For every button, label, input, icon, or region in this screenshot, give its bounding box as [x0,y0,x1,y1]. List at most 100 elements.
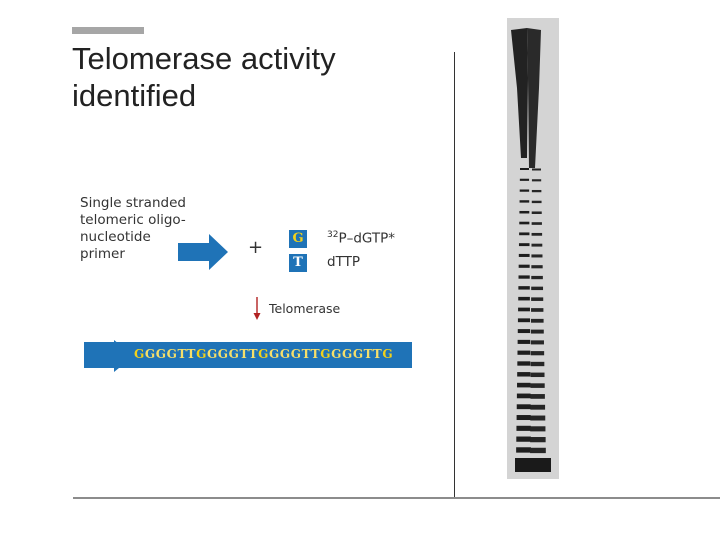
gel-band [531,297,544,301]
gel-band [530,372,545,378]
telomerase-reaction-diagram: Single stranded telomeric oligo- nucleot… [78,190,423,380]
slide-title: Telomerase activity identified [72,40,412,114]
gel-band [516,436,531,442]
sequence-base: G [382,347,394,361]
gel-band [518,243,530,247]
telomerase-label: Telomerase [269,301,341,316]
sequence-base: G [290,347,302,361]
gel-band [517,329,531,334]
gel-band [517,372,531,377]
gel-band [530,404,546,410]
lane-1-smear [511,28,528,158]
sequence-base: G [269,347,280,361]
gel-band [517,318,531,323]
sequence-base: T [363,347,373,361]
gel-band [516,404,531,410]
gel-band [519,178,530,181]
gel-band [530,426,546,432]
gel-band [516,393,531,399]
gel-band [518,286,530,290]
primer-label-line: Single stranded [80,195,186,211]
gel-band [530,383,545,388]
sequence-base: G [155,347,167,361]
sequence-base: G [341,347,353,361]
gel-band [531,200,542,204]
gel-autoradiograph [511,28,551,472]
t-nucleotide-box: T [289,254,307,272]
gel-band [530,329,544,334]
sequence-base: G [196,347,207,361]
sequence-base: G [320,347,332,361]
gel-band [531,211,542,214]
gel-band [519,232,530,236]
sequence-base: G [217,347,229,361]
gel-band [520,168,529,170]
gel-band [531,232,543,236]
gel-band [516,415,531,421]
gel-band [530,318,544,323]
gel-band [518,253,530,257]
labeled-dgtp-label: 32P–dGTP* [327,230,395,247]
product-sequence: GGGGTTGGGGTTGGGGTTGGGGTTG [134,347,393,361]
gel-band [518,275,530,279]
lane-2-smear [527,28,541,168]
primer-label-line: telomeric oligo- [80,212,186,228]
gel-band [519,210,530,214]
gel-band [519,221,530,225]
sequence-base: T [177,347,187,361]
gel-band [517,350,531,355]
g-nucleotide-box: G [289,230,307,248]
sequence-base: G [352,347,364,361]
gel-band [532,168,541,171]
gel-band [531,265,543,269]
sequence-base: G [279,347,291,361]
primer-label-line: primer [80,246,125,262]
gel-band [531,179,542,182]
gel-band [530,437,546,443]
primer-label: Single stranded telomeric oligo- nucleot… [80,195,186,263]
gel-band [531,222,542,225]
gel-band [530,351,545,356]
gel-band [516,447,531,453]
gel-image [507,18,559,479]
gel-band [531,275,543,280]
gel-band [517,339,531,344]
gel-bottom-band [515,458,551,472]
gel-band [530,394,545,399]
gel-band [519,200,530,203]
gel-band [518,264,530,268]
sequence-base: T [239,347,249,361]
dgtp-text: P–dGTP* [338,230,396,247]
slide-title-line-2: identified [72,78,197,113]
sequence-base: T [301,347,311,361]
slide-title-line-1: Telomerase activity [72,41,336,76]
sequence-base: T [310,347,321,361]
extended-product-strand [84,342,412,368]
gel-band [531,243,543,247]
gel-band [530,447,546,454]
primer-arrow-icon [178,234,228,270]
gel-band [530,340,544,345]
gel-band [516,425,531,431]
gel-band [530,415,546,421]
sequence-base: T [372,347,383,361]
sequence-base: G [144,347,156,361]
gel-band [518,307,530,312]
down-arrow-icon [253,297,261,320]
gel-band [518,296,530,301]
isotope-superscript: 32 [327,230,339,240]
primer-label-line: nucleotide [80,229,151,245]
sequence-base: G [134,347,145,361]
gel-band [517,361,531,366]
gel-band [530,361,545,367]
title-accent-bar [72,27,144,34]
sequence-base: T [186,347,197,361]
sequence-base: T [248,347,259,361]
gel-band [531,189,542,193]
plus-sign: + [248,237,264,258]
sequence-base: G [258,347,270,361]
gel-band [531,254,543,258]
sequence-base: G [228,347,240,361]
gel-band [531,286,544,291]
sequence-base: G [166,347,178,361]
